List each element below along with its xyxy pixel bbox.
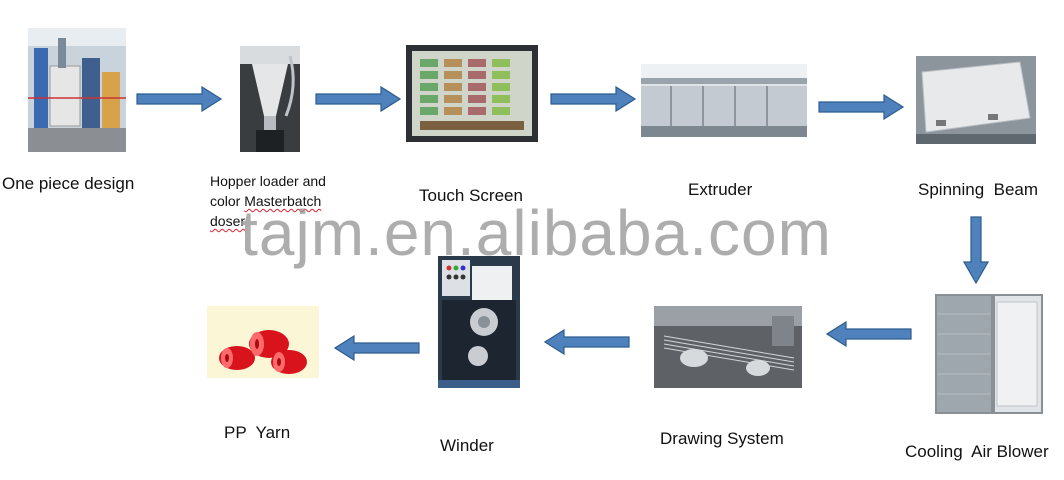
flow-arrow-1 <box>136 86 222 112</box>
label-hopper-line-2a: color <box>210 193 245 209</box>
flow-arrow-6 <box>544 329 630 355</box>
cooling-blower-photo <box>935 294 1043 414</box>
label-hopper-loader: Hopper loader and color Masterbatch dose… <box>210 171 350 231</box>
label-one-piece-design: One piece design <box>2 174 135 193</box>
flow-arrow-3 <box>550 86 636 112</box>
flow-arrow-2 <box>315 86 401 112</box>
label-hopper-masterbatch: Masterbatch <box>244 193 322 209</box>
hopper-photo <box>240 46 300 152</box>
flow-arrow-7 <box>334 335 420 361</box>
label-hopper-line-2: color Masterbatch <box>210 191 350 211</box>
label-cooling-air-blower: Cooling Air Blower <box>905 442 1049 461</box>
label-pp-yarn: PP Yarn <box>224 423 291 442</box>
flow-arrow-5 <box>826 321 912 347</box>
label-hopper-line-3: doser <box>210 213 246 229</box>
winder-photo <box>438 256 520 388</box>
drawing-system-photo <box>654 306 802 388</box>
label-extruder: Extruder <box>688 180 753 199</box>
label-spinning-beam: Spinning Beam <box>918 180 1039 199</box>
label-touch-screen: Touch Screen <box>419 186 523 205</box>
production-line-photo <box>28 28 126 152</box>
label-winder: Winder <box>440 436 494 455</box>
label-hopper-line-1: Hopper loader and <box>210 173 326 189</box>
label-drawing-system: Drawing System <box>660 429 784 448</box>
touch-screen-photo <box>406 45 538 142</box>
flow-arrow-down <box>963 216 989 284</box>
pp-yarn-photo <box>207 306 319 378</box>
spinning-beam-photo <box>916 56 1036 144</box>
flow-arrow-4 <box>818 94 904 120</box>
extruder-photo <box>641 64 807 137</box>
